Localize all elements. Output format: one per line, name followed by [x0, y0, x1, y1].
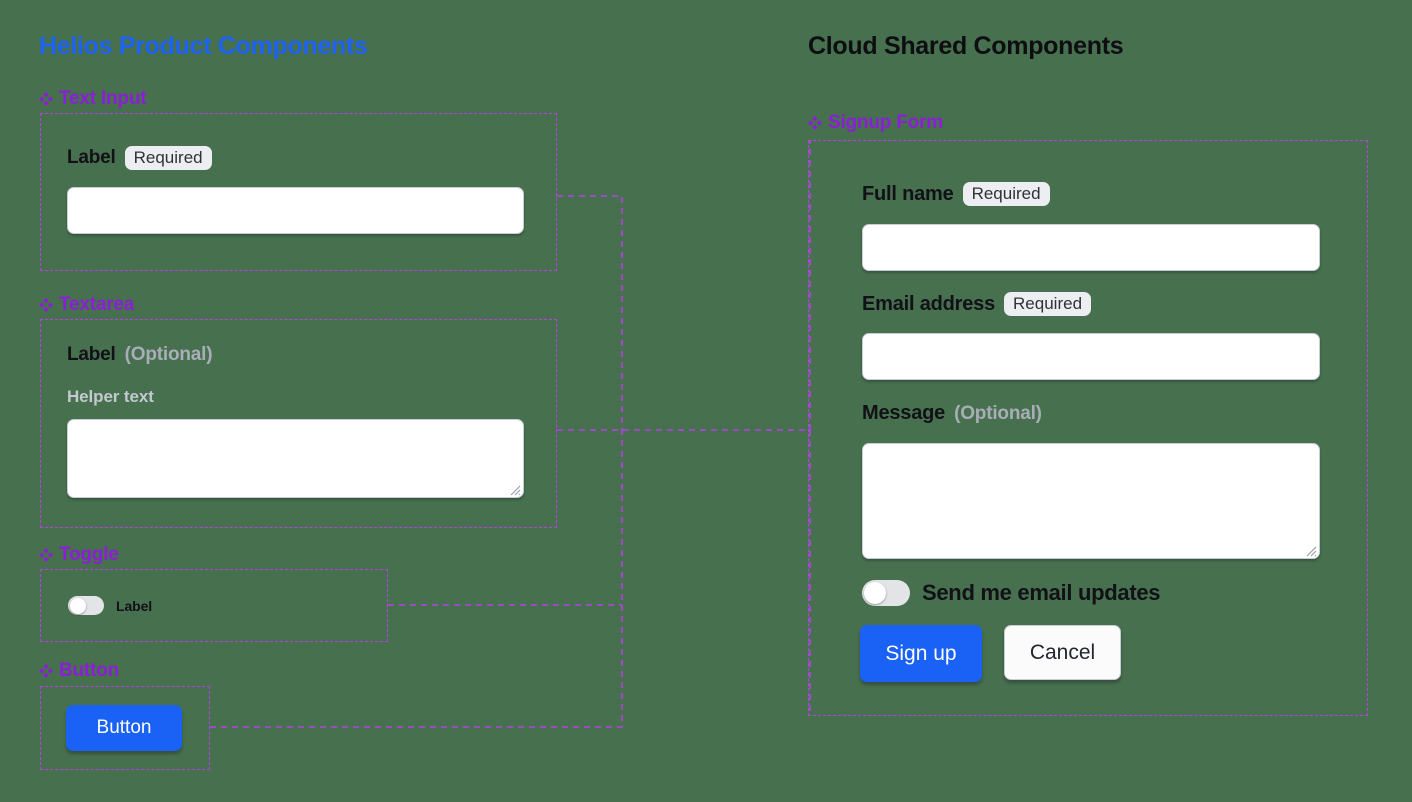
toggle-switch[interactable] — [68, 596, 104, 615]
components-diamond-icon — [39, 92, 53, 106]
full-name-label: Full name — [862, 182, 954, 205]
text-input-label: Label — [67, 147, 116, 168]
text-input-field[interactable] — [67, 187, 524, 234]
textarea-helper-text: Helper text — [67, 387, 154, 406]
message-label: Message — [862, 402, 946, 424]
page-title-right: Cloud Shared Components — [808, 32, 1124, 60]
full-name-label-row: Full name Required — [862, 182, 1050, 206]
toggle-row: Label — [68, 596, 152, 615]
textarea-field[interactable] — [67, 419, 524, 498]
group-label-textarea: Textarea — [39, 294, 134, 316]
connector-text-input — [557, 195, 623, 430]
group-label-text-input: Text Input — [39, 88, 147, 110]
group-label-signup-form: Signup Form — [808, 112, 943, 134]
full-name-required-badge: Required — [962, 182, 1050, 206]
message-optional-tag: (Optional) — [954, 402, 1042, 424]
frame-text-input — [40, 113, 557, 271]
group-label-text: Textarea — [59, 294, 135, 315]
text-input-label-row: Label Required — [67, 146, 212, 170]
group-label-text: Text Input — [59, 88, 147, 109]
textarea-label: Label — [67, 344, 116, 365]
page-title-left: Helios Product Components — [39, 32, 368, 60]
demo-button[interactable]: Button — [66, 705, 182, 751]
group-label-text: Button — [59, 660, 119, 681]
resize-grip-icon[interactable] — [508, 483, 521, 496]
email-updates-label: Send me email updates — [922, 580, 1161, 605]
group-label-text: Signup Form — [828, 112, 943, 133]
group-label-toggle: Toggle — [39, 544, 119, 566]
textarea-optional-tag: (Optional) — [124, 344, 213, 365]
components-diamond-icon — [39, 548, 53, 562]
email-updates-toggle[interactable] — [862, 580, 910, 606]
email-address-label-row: Email address Required — [862, 292, 1092, 316]
message-label-row: Message (Optional) — [862, 402, 1042, 425]
frame-toggle — [40, 569, 388, 642]
cancel-button[interactable]: Cancel — [1004, 625, 1121, 680]
sign-up-button[interactable]: Sign up — [860, 625, 982, 682]
frame-button — [40, 686, 210, 770]
group-label-text: Toggle — [59, 544, 119, 565]
email-address-label: Email address — [862, 292, 996, 315]
text-input-required-badge: Required — [124, 146, 212, 170]
textarea-wrapper — [67, 419, 524, 498]
email-updates-toggle-row: Send me email updates — [862, 580, 1161, 606]
components-diamond-icon — [808, 116, 822, 130]
toggle-label: Label — [116, 597, 153, 614]
email-address-required-badge: Required — [1004, 292, 1092, 316]
full-name-input[interactable] — [862, 224, 1320, 271]
frame-textarea — [40, 319, 557, 528]
message-textarea[interactable] — [862, 443, 1320, 559]
message-textarea-wrapper — [862, 443, 1320, 559]
toggle-knob — [69, 597, 86, 614]
components-diamond-icon — [39, 298, 53, 312]
components-diamond-icon — [39, 664, 53, 678]
toggle-knob — [864, 582, 886, 604]
resize-grip-icon[interactable] — [1304, 544, 1317, 557]
email-address-input[interactable] — [862, 333, 1320, 380]
textarea-label-row: Label (Optional) — [67, 344, 213, 366]
group-label-button: Button — [39, 660, 119, 682]
frame-signup-form — [808, 140, 1368, 716]
